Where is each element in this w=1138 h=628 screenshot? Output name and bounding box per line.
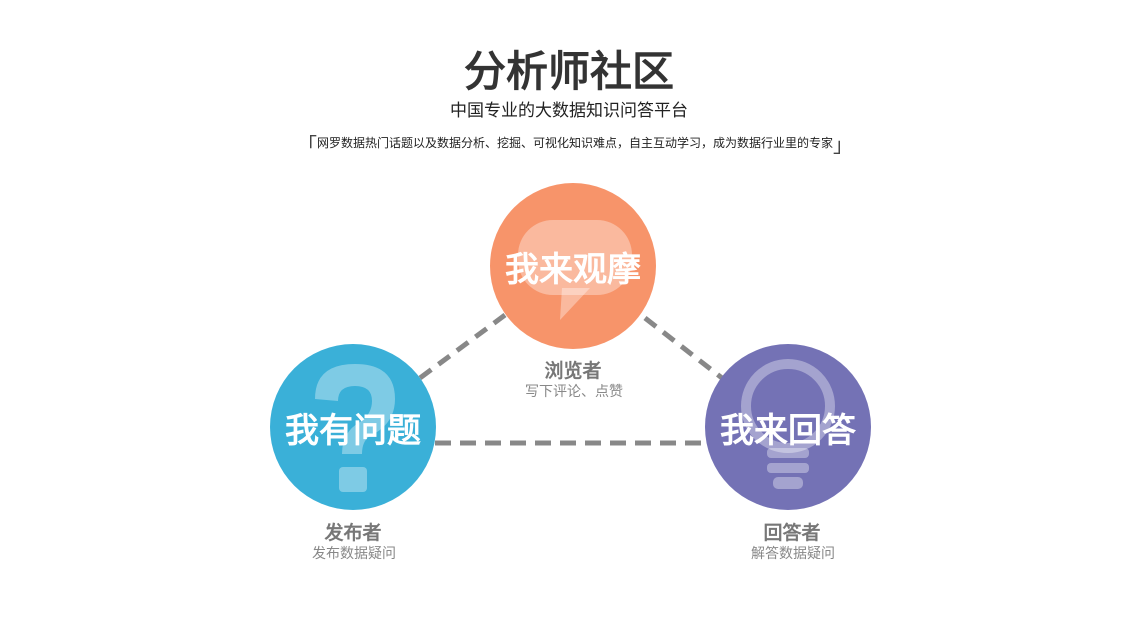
desc-viewer: 写下评论、点赞 (525, 384, 623, 400)
role-viewer: 浏览者 (544, 360, 602, 382)
role-answerer: 回答者 (763, 522, 821, 544)
tagline-text: 网罗数据热门话题以及数据分析、挖掘、可视化知识难点，自主互动学习，成为数据行业里… (316, 136, 833, 150)
desc-publisher: 发布数据疑问 (312, 546, 396, 562)
connector-left (418, 312, 507, 381)
bracket-close: 」 (833, 133, 853, 157)
tagline: 「网罗数据热门话题以及数据分析、挖掘、可视化知识难点，自主互动学习，成为数据行业… (0, 129, 1138, 158)
lightbulb-icon (741, 359, 835, 489)
bracket-open: 「 (296, 133, 317, 157)
node-label: 我来观摩 (505, 249, 641, 290)
node-label: 我有问题 (285, 410, 421, 451)
connector-right (643, 316, 724, 380)
desc-answerer: 解答数据疑问 (751, 546, 835, 562)
node-answerer: 我来回答 (705, 344, 871, 510)
role-publisher: 发布者 (324, 522, 382, 544)
node-viewer: 我来观摩 (490, 183, 656, 349)
subtitle: 中国专业的大数据知识问答平台 (450, 101, 688, 121)
page-title: 分析师社区 (463, 47, 674, 96)
speech-bubble-icon (518, 220, 632, 320)
node-publisher: 我有问题 (270, 344, 436, 510)
node-label: 我来回答 (720, 410, 856, 451)
question-mark-icon (315, 364, 395, 492)
